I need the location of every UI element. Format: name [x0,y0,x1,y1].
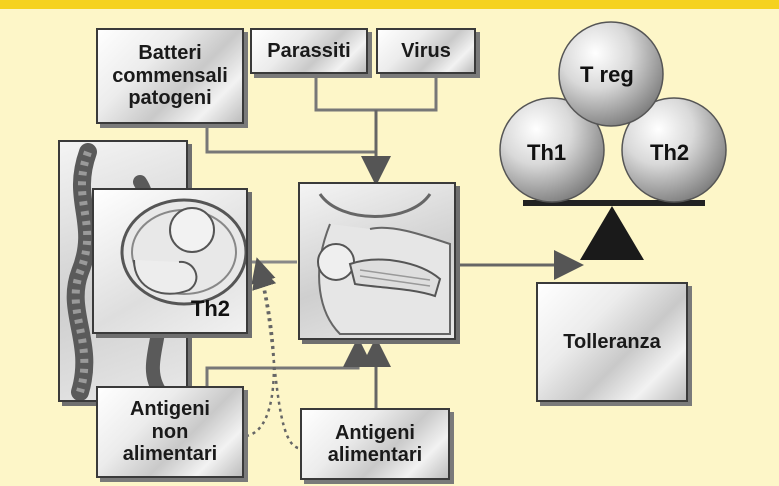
th1-label: Th1 [527,140,566,166]
treg-label: T reg [580,62,634,88]
th2-balance-label: Th2 [650,140,689,166]
